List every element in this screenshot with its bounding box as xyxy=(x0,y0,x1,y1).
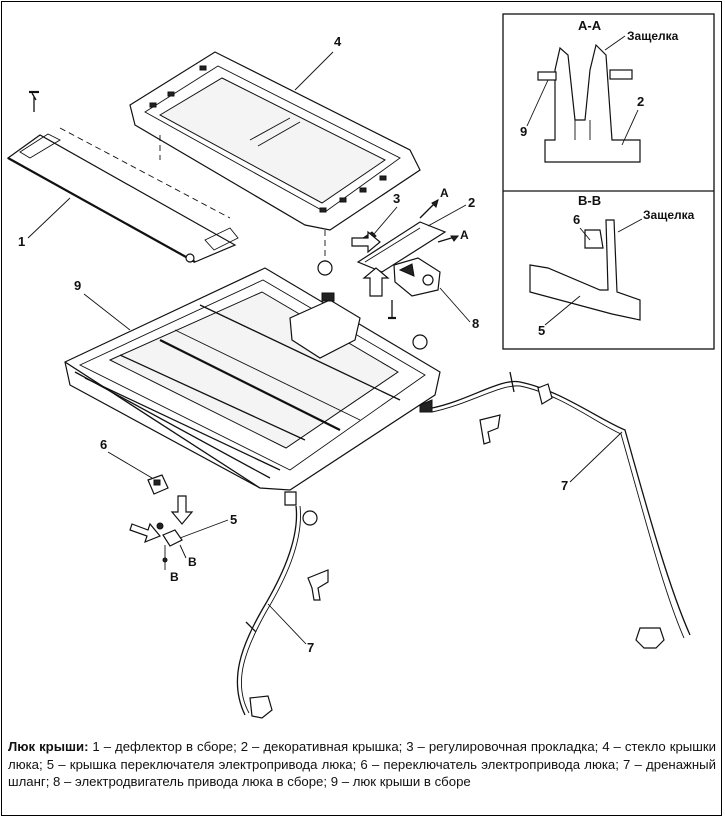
hose-clip xyxy=(537,383,553,405)
drain-hose-outlet xyxy=(249,695,273,719)
sunroof-exploded-diagram: A-A Защелка 9 2 B-B Защелка 6 5 xyxy=(6,13,715,719)
switch-area: 6 5 B B xyxy=(100,437,237,584)
drain-grommet xyxy=(412,334,428,350)
section-mark-b-left: B xyxy=(170,570,179,584)
caption-heading: Люк крыши: xyxy=(8,739,89,754)
section-aa-label-9: 9 xyxy=(520,124,527,139)
glass-pane xyxy=(158,77,386,204)
glass-panel: 4 xyxy=(129,34,421,265)
leader xyxy=(267,603,307,645)
callout-7-left: 7 xyxy=(307,640,314,655)
frame-side-rail xyxy=(84,377,281,471)
section-insets: A-A Защелка 9 2 B-B Защелка 6 5 xyxy=(502,13,715,350)
glass-frame-inner xyxy=(144,65,401,213)
drain-hose-outlet xyxy=(635,627,665,649)
figure-caption: Люк крыши: 1 – дефлектор в сборе; 2 – де… xyxy=(8,738,716,791)
drain-hose-left xyxy=(236,505,298,716)
section-mark-b-right: B xyxy=(188,555,197,569)
section-aa: A-A Защелка 9 2 xyxy=(520,18,679,163)
glass-frame-holes xyxy=(149,65,387,213)
drive-cable xyxy=(159,339,341,431)
callout-7-right: 7 xyxy=(561,478,568,493)
latch-slot xyxy=(574,120,591,140)
direction-arrow xyxy=(362,267,390,297)
section-bb-title: B-B xyxy=(578,193,601,208)
frame-side-rail xyxy=(74,371,271,479)
leader xyxy=(526,79,549,127)
leader xyxy=(179,519,229,539)
assembly-line xyxy=(59,127,231,219)
callout-3: 3 xyxy=(393,191,400,206)
drain-grommet xyxy=(302,510,318,526)
hose-bracket xyxy=(479,414,501,445)
leader xyxy=(579,227,591,241)
deflector-pivot xyxy=(185,253,195,263)
section-aa-title: A-A xyxy=(578,18,602,33)
deflector-assembly: 1 xyxy=(6,90,239,263)
section-bb-label-6: 6 xyxy=(573,212,580,227)
callout-9: 9 xyxy=(74,278,81,293)
section-mark-a-top: A xyxy=(440,186,449,200)
drain-fitting xyxy=(284,491,297,506)
leader xyxy=(27,197,71,239)
section-bb: B-B Защелка 6 5 xyxy=(529,193,695,338)
direction-arrow xyxy=(351,230,381,254)
deflector-hinge-left xyxy=(19,133,61,159)
frame-inner-rim xyxy=(78,279,426,471)
frame-side-rail xyxy=(64,361,261,489)
drive-cable xyxy=(174,329,361,421)
deflector-screw xyxy=(31,92,37,112)
rail-stub-left xyxy=(537,71,557,81)
drain-hoses: 7 7 xyxy=(236,371,691,719)
glass-reflection xyxy=(257,121,301,147)
section-aa-label-2: 2 xyxy=(637,94,644,109)
leader xyxy=(439,287,471,323)
section-mark-a-bottom: A xyxy=(460,228,469,242)
guide-rail xyxy=(119,354,306,441)
switch-cover xyxy=(162,529,183,547)
rail-stub-right xyxy=(609,69,633,80)
caption-text: 1 – дефлектор в сборе; 2 – декоративная … xyxy=(8,739,717,789)
leader xyxy=(294,51,334,91)
sunroof-frame-assembly: 9 xyxy=(64,260,441,506)
section-aa-latch-label: Защелка xyxy=(627,29,679,43)
leader xyxy=(107,451,153,479)
callout-2: 2 xyxy=(468,195,475,210)
direction-arrow xyxy=(170,495,194,525)
section-bb-latch-label: Защелка xyxy=(643,208,695,222)
leader xyxy=(569,431,623,483)
callout-5: 5 xyxy=(230,512,237,527)
leader xyxy=(83,293,131,331)
deflector-edge xyxy=(7,157,196,263)
leader xyxy=(604,35,626,51)
leader xyxy=(617,218,643,233)
leader xyxy=(427,204,467,227)
callout-8: 8 xyxy=(472,316,479,331)
callout-4: 4 xyxy=(334,34,342,49)
deflector-hinge-right xyxy=(204,227,239,251)
motor-area: A A 3 2 8 xyxy=(351,186,479,331)
switch-screw xyxy=(156,522,164,530)
guide-rail xyxy=(199,304,401,401)
leader xyxy=(621,109,639,146)
leader xyxy=(544,295,581,326)
leader xyxy=(373,206,398,235)
motor-assembly xyxy=(393,257,441,297)
hose-bracket xyxy=(307,569,329,601)
glass-reflection xyxy=(249,117,291,141)
drain-grommet xyxy=(317,260,333,276)
latch-section-shape xyxy=(544,43,641,163)
callout-6: 6 xyxy=(100,437,107,452)
switch-section-shape xyxy=(584,229,604,249)
decorative-cover xyxy=(356,221,447,273)
direction-arrow xyxy=(129,522,161,544)
section-bb-label-5: 5 xyxy=(538,323,545,338)
inset-frame xyxy=(502,13,715,350)
callout-1: 1 xyxy=(18,234,25,249)
drain-hose-right xyxy=(431,380,691,636)
